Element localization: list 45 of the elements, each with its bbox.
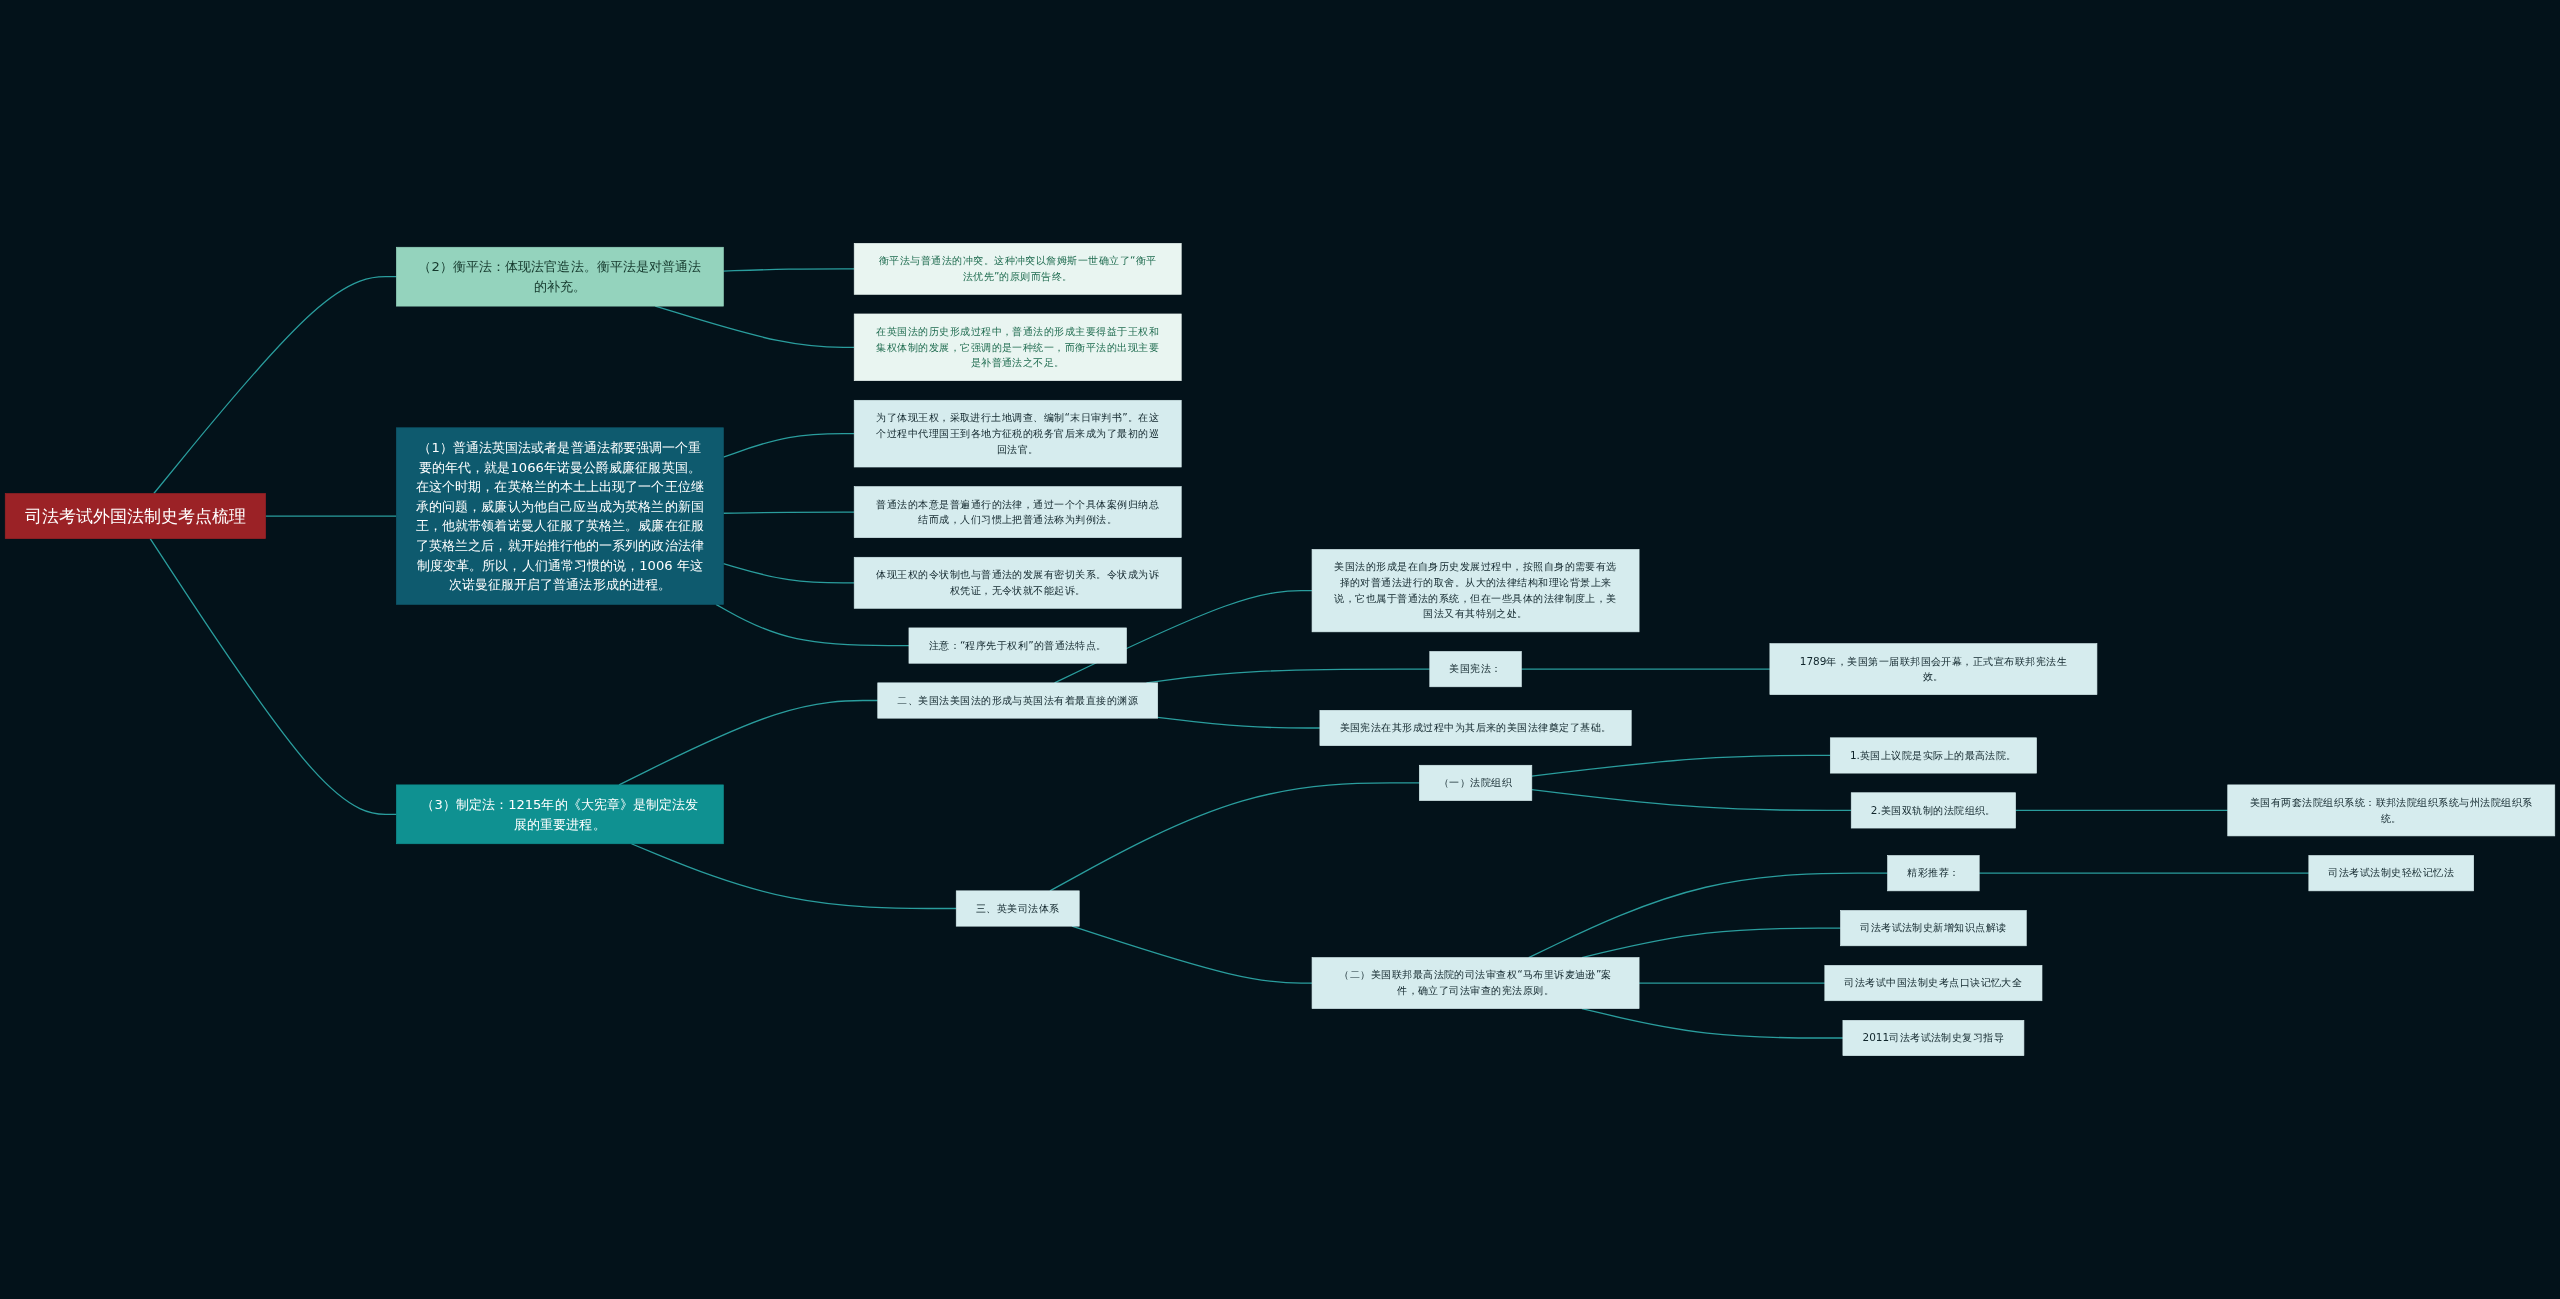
node-box: 美国宪法： [1429, 651, 1522, 688]
node-box: 2011司法考试法制史复习指导 [1842, 1020, 2025, 1056]
connector [618, 699, 879, 786]
connector [1978, 872, 2310, 874]
connector [715, 603, 910, 647]
connector [1157, 716, 1321, 729]
connector [149, 538, 397, 815]
node-box: （一）法院组织 [1419, 764, 1533, 801]
node-box: 美国法的形成是在自身历史发展过程中，按照自身的需要有选择的对普通法进行的取舍。从大的法律结构和理论背景上来说，它也属于普通法的系统，但在一些具体的法律制度上，美国法又有其特别之处。 [1311, 549, 1640, 633]
node-box: 注意：“程序先于权利”的普通法特点。 [908, 627, 1127, 664]
node-box: （二）美国联邦最高法院的司法审查权“马布里诉麦迪逊”案件，确立了司法审查的宪法原则。 [1311, 957, 1640, 1009]
node-box: （3）制定法：1215年的《大宪章》是制定法发展的重要进程。 [396, 784, 724, 845]
connector [1049, 782, 1420, 892]
connector [1528, 872, 1889, 959]
connector [722, 511, 855, 514]
connector [630, 843, 957, 910]
node-box: 美国有两套法院组织系统：联邦法院组织系统与州法院组织系统。 [2227, 784, 2556, 837]
node-box: 体现王权的令状制也与普通法的发展有密切关系。令状成为诉权凭证，无令状就不能起诉。 [853, 556, 1182, 609]
node-box: 普通法的本意是普遍通行的法律，通过一个个具体案例归纳总结而成，人们习惯上把普通法称为判例法。 [853, 486, 1182, 538]
node-box: 为了体现王权，采取进行土地调查、编制“末日审判书”。在这个过程中代理国王到各地方征税的税务官后来成为了最初的巡回法官。 [853, 399, 1182, 468]
node-box: （2）衡平法：体现法官造法。衡平法是对普通法的补充。 [396, 246, 724, 307]
node-box: 在英国法的历史形成过程中，普通法的形成主要得益于王权和集权体制的发展，它强调的是一种统一，而衡平法的出现主要是补普通法之不足。 [853, 313, 1182, 381]
node-box: 美国宪法在其形成过程中为其后来的美国法律奠定了基础。 [1319, 710, 1632, 746]
node-box: 1.英国上议院是实际上的最高法院。 [1830, 737, 2037, 774]
connector [722, 433, 855, 458]
node-box: 衡平法与普通法的冲突。这种冲突以詹姆斯一世确立了“衡平法优先”的原则而告终。 [853, 243, 1182, 295]
node-box: 司法考试法制史新增知识点解读 [1840, 910, 2027, 947]
node-box: 三、英美司法体系 [955, 890, 1080, 927]
connector [1531, 754, 1831, 777]
node-box: 司法考试法制史轻松记忆法 [2308, 855, 2474, 892]
node-box: 精彩推荐： [1887, 855, 1980, 892]
node-box: 司法考试中国法制史考点口诀记忆大全 [1824, 965, 2043, 1002]
connector [2014, 809, 2229, 812]
connector [153, 276, 397, 495]
connector [1638, 982, 1826, 984]
connector [1520, 668, 1771, 670]
connector [1531, 789, 1852, 812]
node-box: 二、美国法美国法的形成与英国法有着最直接的渊源 [877, 682, 1158, 719]
node-box: 司法考试外国法制史考点梳理 [4, 493, 266, 539]
node-box: 1789年，美国第一届联邦国会开幕，正式宣布联邦宪法生效。 [1769, 643, 2098, 695]
connector [722, 563, 855, 584]
node-box: 2.美国双轨制的法院组织。 [1850, 792, 2016, 829]
node-box: （1）普通法英国法或者是普通法都要强调一个重要的年代，就是1066年诺曼公爵威廉征服英国。在这个时期，在英格兰的本土上出现了一个王位继承的问题，威廉认为他自己应当成为英格兰的新国王，他就带领着诺曼人征服了英格兰。威廉在征服了英格兰之后，就开始推行他的一系列的政治法律制度变革。所以，人们通常习惯的说，1006 年这次诺曼征服开启了普通法形成的进程。 [396, 427, 724, 605]
connector [722, 268, 855, 272]
connector [264, 515, 397, 517]
